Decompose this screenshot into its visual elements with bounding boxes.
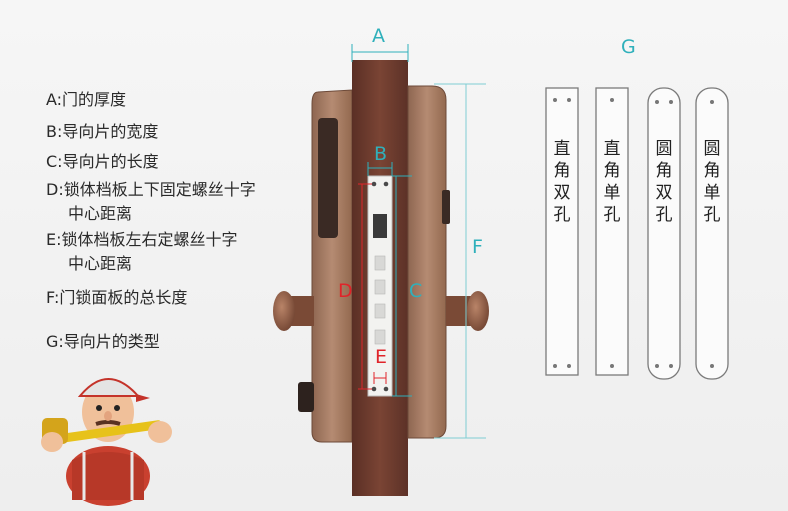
right-knob: [446, 291, 489, 331]
legend-item-d-cont: 中心距离: [68, 204, 133, 223]
front-panel-slot: [442, 190, 450, 224]
latch-bolt: [373, 214, 387, 238]
plate-label: 圆角双孔: [655, 139, 673, 225]
plate-square-double: [545, 87, 579, 376]
lock-front-panel: [407, 85, 447, 439]
plate-label: 圆角单孔: [703, 139, 721, 225]
plate-round-single: [695, 87, 729, 380]
dim-label-c: C: [409, 280, 423, 302]
dim-label-b: B: [374, 143, 388, 165]
legend-item-g: G:导向片的类型: [46, 332, 160, 351]
dim-d-line: [358, 183, 372, 390]
plate-square-single: [595, 87, 629, 376]
dim-f-line: [434, 83, 486, 439]
back-panel-button: [298, 382, 314, 412]
dim-a-line: [351, 44, 409, 62]
legend-item-d: D:锁体档板上下固定螺丝十字: [46, 180, 256, 199]
dim-b-line: [367, 162, 393, 176]
worker-mascot-icon: [41, 378, 172, 506]
plate-label: 直角双孔: [553, 139, 571, 225]
dim-e-line: [373, 372, 387, 384]
left-knob: [273, 291, 314, 331]
dim-c-line: [392, 175, 412, 397]
dim-label-f: F: [472, 236, 483, 258]
legend-item-e: E:锁体档板左右定螺丝十字: [46, 230, 238, 249]
plate-round-double: [647, 87, 681, 380]
legend-item-e-cont: 中心距离: [68, 254, 133, 273]
dim-label-e: E: [375, 346, 388, 368]
faceplate-slots: [374, 255, 386, 345]
back-panel-screen: [318, 118, 338, 238]
legend-item-c: C:导向片的长度: [46, 152, 159, 171]
legend-item-b: B:导向片的宽度: [46, 122, 159, 141]
legend-item-a: A:门的厚度: [46, 90, 127, 109]
faceplate-screws: [371, 181, 389, 392]
dim-label-g: G: [621, 36, 636, 58]
plate-label: 直角单孔: [603, 139, 621, 225]
dim-label-d: D: [338, 280, 353, 302]
dim-label-a: A: [372, 25, 385, 47]
legend-item-f: F:门锁面板的总长度: [46, 288, 188, 307]
